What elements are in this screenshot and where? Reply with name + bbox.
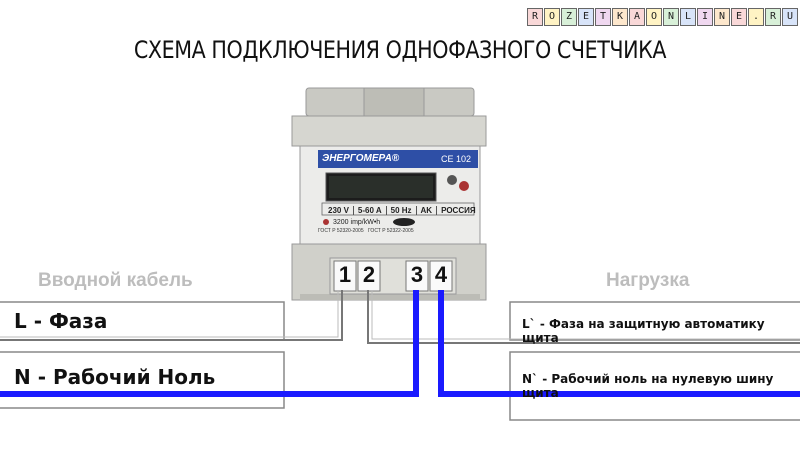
spec-country: РОССИЯ — [441, 206, 476, 215]
logo-letter-tile: E — [731, 8, 747, 26]
logo-letter-tile: I — [697, 8, 713, 26]
neutral-label: N - Рабочий Ноль — [14, 365, 216, 389]
spec-voltage: 230 V — [328, 206, 354, 215]
right-phase-box — [509, 301, 800, 341]
logo-letter-tile: . — [748, 8, 764, 26]
phase-out-wire — [367, 290, 800, 344]
meter-model: CE 102 — [440, 154, 472, 164]
neutral-out-wire — [438, 290, 800, 397]
diagram-title: СХЕМА ПОДКЛЮЧЕНИЯ ОДНОФАЗНОГО СЧЕТЧИКА — [133, 36, 667, 64]
logo-letter-tile: O — [544, 8, 560, 26]
meter-gost-1: ГОСТ Р 52320-2005 — [318, 228, 364, 234]
logo-letter-tile: O — [646, 8, 662, 26]
spec-frequency: 50 Hz — [391, 206, 417, 215]
logo-letter-tile: A — [629, 8, 645, 26]
terminal-1-label: 1 — [338, 262, 352, 287]
meter-brand: ЭНЕРГОМЕРА® — [322, 153, 400, 164]
phase-label: L - Фаза — [14, 309, 108, 333]
logo-letter-tile: R — [765, 8, 781, 26]
meter-impulse: 3200 imp/kW•h — [333, 219, 381, 226]
logo-letter-tile: N — [714, 8, 730, 26]
logo-letter-tile: T — [595, 8, 611, 26]
phase-load-label: L` - Фаза на защитную автоматику щита — [522, 317, 765, 345]
terminal-2-label: 2 — [362, 262, 376, 287]
logo-letter-tile: K — [612, 8, 628, 26]
spec-ak: AK — [421, 206, 438, 215]
logo-letter-tile: L — [680, 8, 696, 26]
neutral-in-wire — [0, 290, 419, 397]
terminal-3-label: 3 — [410, 262, 424, 287]
spec-current: 5-60 A — [358, 206, 387, 215]
left-neutral-box — [0, 351, 285, 409]
electricity-meter — [291, 87, 487, 301]
terminal-4-label: 4 — [434, 262, 448, 287]
logo-letter-tile: N — [663, 8, 679, 26]
logo-letter-tile: U — [782, 8, 798, 26]
input-cable-label: Вводной кабель — [38, 270, 193, 291]
logo-letter-tile: Z — [561, 8, 577, 26]
phase-out-wire-inner — [371, 290, 800, 340]
meter-gost-2: ГОСТ Р 52322-2005 — [368, 228, 414, 234]
logo-letter-tile: E — [578, 8, 594, 26]
meter-specs: 230 V 5-60 A 50 Hz AK РОССИЯ — [328, 206, 480, 215]
right-neutral-box — [509, 351, 800, 421]
load-label: Нагрузка — [606, 270, 690, 291]
phase-in-wire — [0, 290, 343, 341]
neutral-load-label: N` - Рабочий ноль на нулевую шину щита — [522, 372, 774, 400]
logo-letter-tile: R — [527, 8, 543, 26]
phase-in-wire-inner — [0, 290, 339, 338]
